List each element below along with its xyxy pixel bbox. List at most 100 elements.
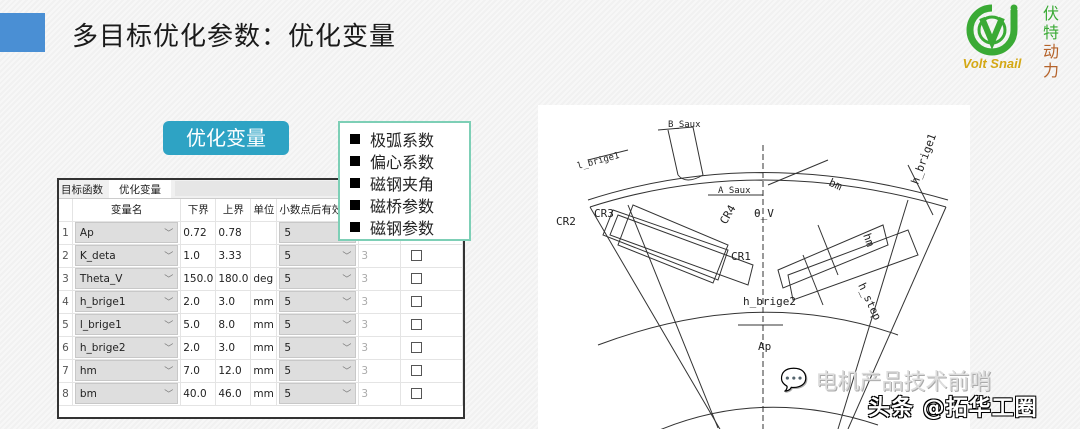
dropdown-value: Ap (79, 226, 94, 239)
variable-name-dropdown[interactable]: bm﹀ (74, 383, 179, 404)
bullet-text: 偏心系数 (370, 153, 435, 172)
digits-dropdown[interactable]: 5﹀ (279, 314, 357, 335)
unit-cell[interactable] (250, 221, 278, 245)
digits-dropdown[interactable]: 5﹀ (279, 337, 357, 358)
volt-snail-logo: Volt Snail (950, 2, 1034, 76)
row-checkbox[interactable] (410, 273, 422, 284)
name-cell: bm﹀ (72, 382, 182, 406)
unit-cell[interactable]: mm (250, 313, 278, 337)
col-header-index (59, 199, 73, 222)
row-checkbox[interactable] (410, 342, 422, 353)
lower-bound-cell[interactable]: 1.0 (180, 244, 217, 268)
wechat-watermark: 💬 电机产品技术前哨 (780, 364, 991, 396)
section-label-pill: 优化变量 (163, 121, 289, 155)
variable-name-dropdown[interactable]: hm﹀ (74, 360, 179, 381)
lower-bound-cell[interactable]: 150.0 (180, 267, 217, 291)
digits-cell: 5﹀ (276, 336, 360, 360)
square-bullet-icon (350, 178, 360, 188)
name-cell: l_brige1﹀ (72, 313, 182, 337)
row-checkbox[interactable] (410, 296, 422, 307)
dropdown-value: 5 (284, 364, 292, 377)
label-l-brige1: l_brige1 (576, 151, 620, 172)
label-ap: Ap (758, 340, 771, 353)
digits-dropdown[interactable]: 5﹀ (279, 291, 357, 312)
row-index: 8 (59, 382, 73, 406)
table-row: 3 Theta_V﹀ 150.0 180.0 deg 5﹀ 3 (59, 267, 464, 291)
name-cell: K_deta﹀ (72, 244, 182, 268)
upper-bound-cell[interactable]: 3.33 (215, 244, 252, 268)
dropdown-value: 5 (284, 387, 292, 400)
unit-cell[interactable]: mm (250, 290, 278, 314)
dropdown-value: hm (79, 364, 97, 377)
variable-name-dropdown[interactable]: h_brige2﹀ (74, 337, 179, 358)
extra-cell: 3 (358, 359, 401, 383)
chevron-down-icon: ﹀ (164, 321, 174, 331)
check-cell (400, 267, 464, 291)
lower-bound-cell[interactable]: 7.0 (180, 359, 217, 383)
col-header-upper: 上界 (215, 199, 252, 222)
unit-cell[interactable] (250, 244, 278, 268)
lower-bound-cell[interactable]: 2.0 (180, 290, 217, 314)
dropdown-value: bm (79, 387, 97, 400)
upper-bound-cell[interactable]: 3.0 (215, 336, 252, 360)
col-header-unit: 单位 (250, 199, 278, 222)
digits-dropdown[interactable]: 5﹀ (279, 245, 357, 266)
label-bm: bm (827, 176, 845, 194)
row-index: 6 (59, 336, 73, 360)
digits-dropdown[interactable]: 5﹀ (279, 383, 357, 404)
tab-optimization-variables[interactable]: 优化变量 (109, 180, 171, 198)
digits-cell: 5﹀ (276, 290, 360, 314)
extra-cell: 3 (358, 336, 401, 360)
upper-bound-cell[interactable]: 12.0 (215, 359, 252, 383)
variable-name-dropdown[interactable]: K_deta﹀ (74, 245, 179, 266)
bullet-item: 磁桥参数 (350, 194, 469, 216)
digits-cell: 5﹀ (276, 267, 360, 291)
label-h-brige2: h_brige2 (743, 295, 796, 308)
unit-cell[interactable]: mm (250, 336, 278, 360)
tab-objective-function[interactable]: 目标函数 (61, 184, 103, 196)
chevron-down-icon: ﹀ (342, 367, 352, 377)
extra-cell: 3 (358, 382, 401, 406)
row-checkbox[interactable] (410, 250, 422, 261)
lower-bound-cell[interactable]: 40.0 (180, 382, 217, 406)
lower-bound-cell[interactable]: 5.0 (180, 313, 217, 337)
extra-cell: 3 (358, 313, 401, 337)
dropdown-value: h_brige2 (79, 341, 126, 354)
upper-bound-cell[interactable]: 180.0 (215, 267, 252, 291)
chevron-down-icon: ﹀ (342, 321, 352, 331)
table-row: 4 h_brige1﹀ 2.0 3.0 mm 5﹀ 3 (59, 290, 464, 314)
unit-cell[interactable]: mm (250, 382, 278, 406)
variable-name-dropdown[interactable]: Theta_V﹀ (74, 268, 179, 289)
digits-dropdown[interactable]: 5﹀ (279, 360, 357, 381)
digits-cell: 5﹀ (276, 313, 360, 337)
row-index: 4 (59, 290, 73, 314)
unit-cell[interactable]: deg (250, 267, 278, 291)
name-cell: Ap﹀ (72, 221, 182, 245)
check-cell (400, 336, 464, 360)
check-cell (400, 313, 464, 337)
label-hm: hm (860, 232, 877, 249)
label-cr1: CR1 (731, 250, 751, 263)
table-row: 7 hm﹀ 7.0 12.0 mm 5﹀ 3 (59, 359, 464, 383)
row-checkbox[interactable] (410, 388, 422, 399)
title-accent-bar (0, 13, 45, 52)
upper-bound-cell[interactable]: 46.0 (215, 382, 252, 406)
row-index: 3 (59, 267, 73, 291)
variable-name-dropdown[interactable]: l_brige1﹀ (74, 314, 179, 335)
square-bullet-icon (350, 156, 360, 166)
row-checkbox[interactable] (410, 319, 422, 330)
upper-bound-cell[interactable]: 8.0 (215, 313, 252, 337)
variable-name-dropdown[interactable]: h_brige1﹀ (74, 291, 179, 312)
variable-name-dropdown[interactable]: Ap﹀ (74, 222, 179, 243)
lower-bound-cell[interactable]: 2.0 (180, 336, 217, 360)
square-bullet-icon (350, 222, 360, 232)
digits-dropdown[interactable]: 5﹀ (279, 268, 357, 289)
upper-bound-cell[interactable]: 3.0 (215, 290, 252, 314)
chevron-down-icon: ﹀ (342, 298, 352, 308)
upper-bound-cell[interactable]: 0.78 (215, 221, 252, 245)
name-cell: Theta_V﹀ (72, 267, 182, 291)
lower-bound-cell[interactable]: 0.72 (180, 221, 217, 245)
bullet-text: 磁钢参数 (370, 219, 435, 238)
row-checkbox[interactable] (410, 365, 422, 376)
unit-cell[interactable]: mm (250, 359, 278, 383)
